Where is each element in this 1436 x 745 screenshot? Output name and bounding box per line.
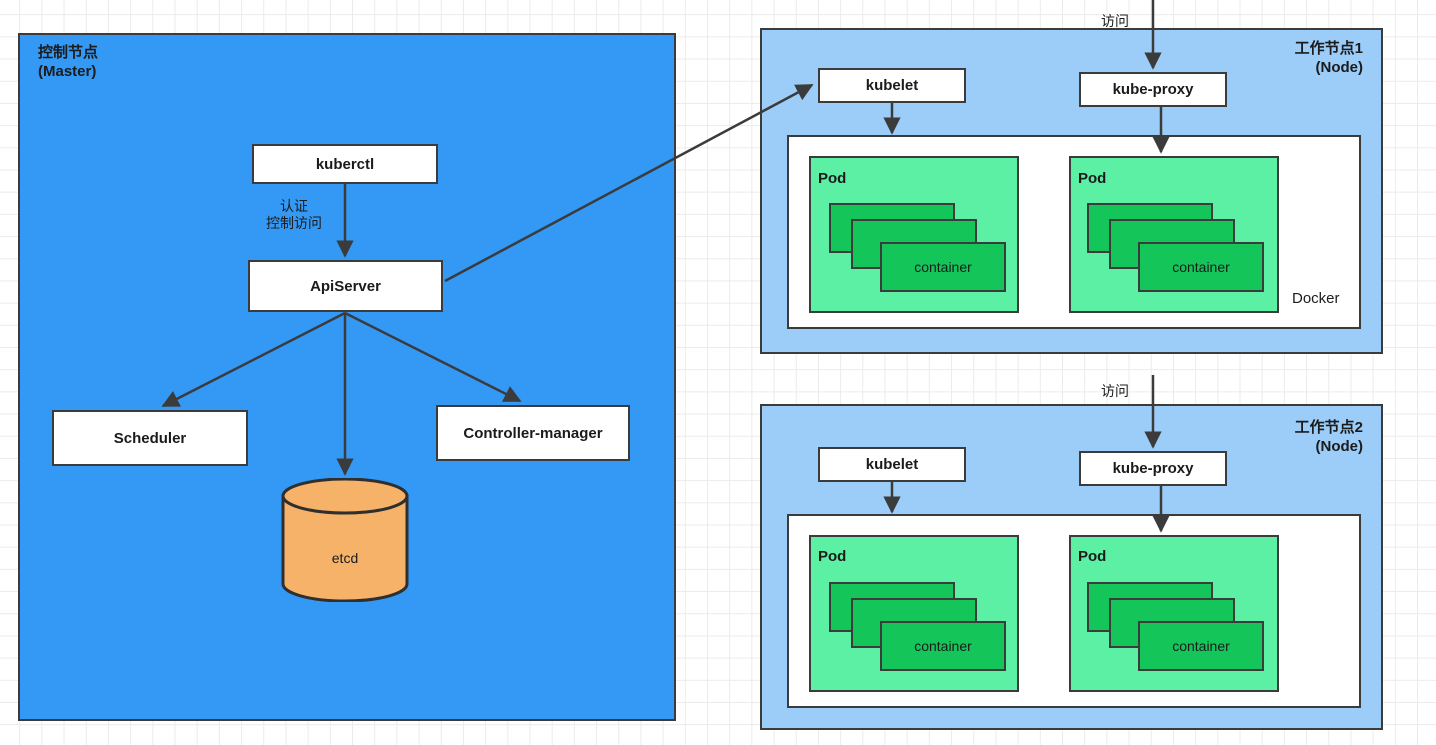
worker-node-2-pod-2-container-1[interactable]: container (1138, 621, 1264, 671)
worker-node-2-kube-proxy-box[interactable]: kube-proxy (1079, 451, 1227, 486)
worker-node-2-pod-2-label: Pod (1078, 548, 1107, 565)
worker-node-2-pod-1-container-1[interactable]: container (880, 621, 1006, 671)
container-label: container (1172, 638, 1230, 654)
worker-node-1-access-label: 访问 (1101, 13, 1129, 29)
scheduler-box[interactable]: Scheduler (52, 410, 248, 466)
worker-node-1-pod-1-label: Pod (818, 170, 847, 187)
worker-node-2-pod-1-label: Pod (818, 548, 847, 565)
worker-node-1-pod-2-label: Pod (1078, 170, 1107, 187)
worker-node-1-pod-2-container-1[interactable]: container (1138, 242, 1264, 292)
etcd-shape (281, 477, 409, 603)
kubectl-box[interactable]: kuberctl (252, 144, 438, 184)
apiserver-box[interactable]: ApiServer (248, 260, 443, 312)
worker-node-2-kubelet-box[interactable]: kubelet (818, 447, 966, 482)
master-node-label: 控制节点 (Master) (38, 44, 99, 80)
container-label: container (914, 259, 972, 275)
worker-node-1-pod-1-container-1[interactable]: container (880, 242, 1006, 292)
auth-edge-label: 认证 控制访问 (266, 198, 322, 231)
worker-node-1-kube-proxy-box[interactable]: kube-proxy (1079, 72, 1227, 107)
controller-manager-box[interactable]: Controller-manager (436, 405, 630, 461)
worker-node-2-access-label: 访问 (1101, 383, 1129, 399)
container-label: container (1172, 259, 1230, 275)
worker-node-1-kubelet-box[interactable]: kubelet (818, 68, 966, 103)
master-node-region (18, 33, 676, 721)
worker-node-1-label: 工作节点1 (Node) (1294, 40, 1363, 76)
etcd-cylinder[interactable]: etcd (281, 477, 409, 603)
worker-node-2-label: 工作节点2 (Node) (1294, 419, 1363, 455)
etcd-label: etcd (331, 550, 359, 566)
worker-node-1-runtime-label: Docker (1292, 290, 1340, 307)
container-label: container (914, 638, 972, 654)
